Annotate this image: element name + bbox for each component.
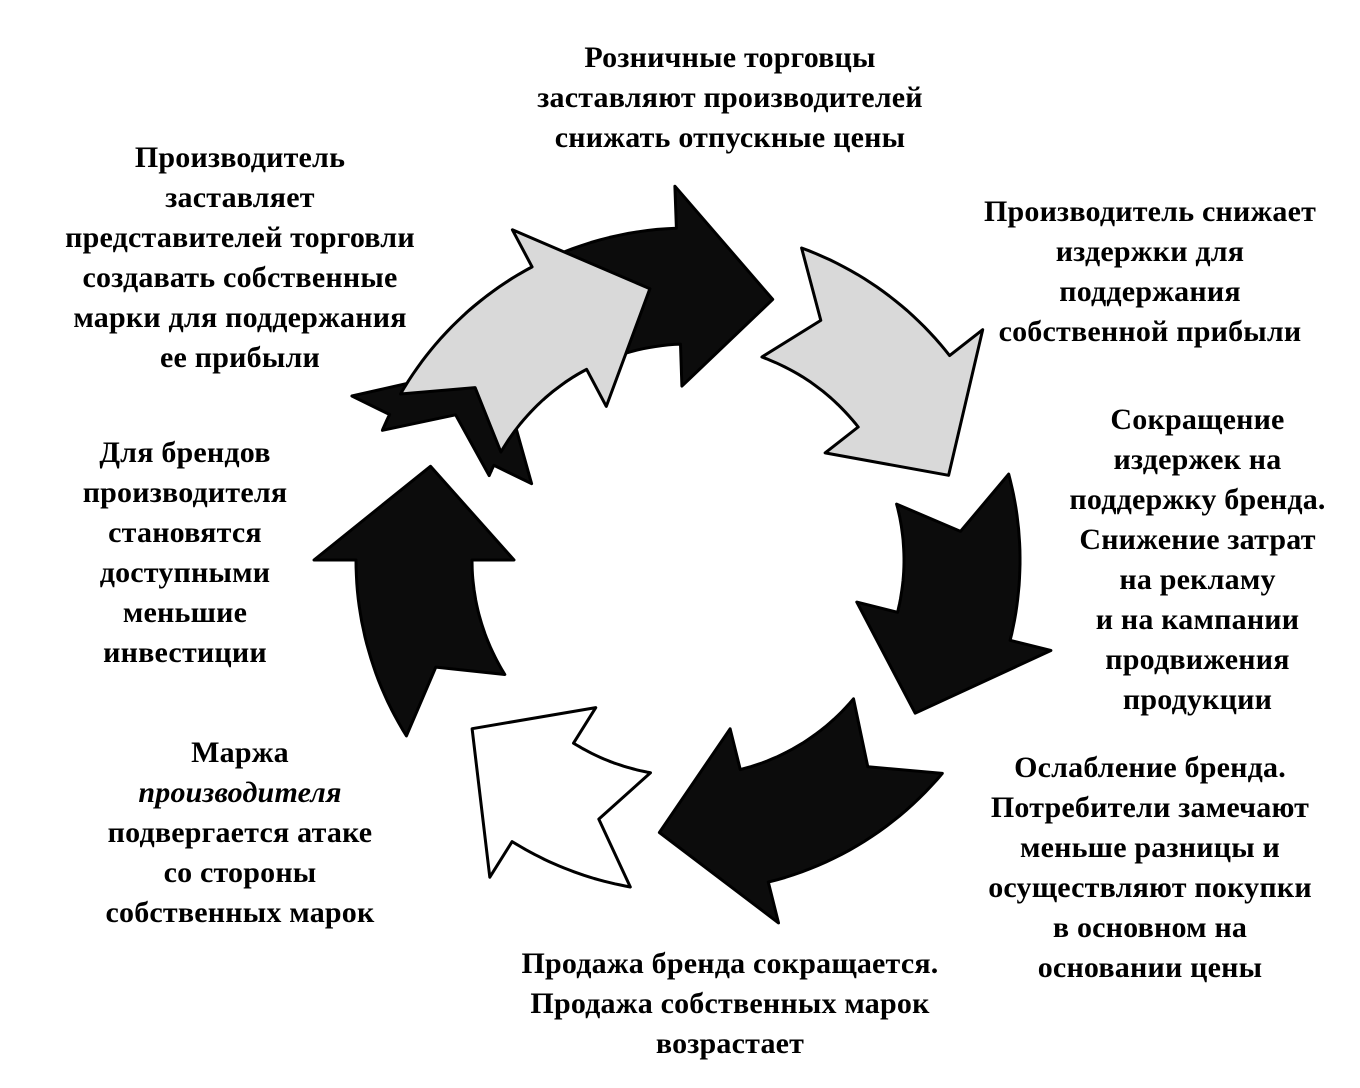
label-brand-weakening: Ослабление бренда. Потребители замечают ме… [950, 748, 1350, 988]
label-line: Продажа бренда сокращается. [521, 947, 939, 980]
label-line: создавать собственные [82, 261, 398, 294]
label-investment: Для брендов производителя становятся доступ… [50, 433, 320, 673]
arrow-lower-right [657, 697, 944, 925]
label-line: Сокращение [1110, 403, 1285, 436]
label-line: продукции [1122, 683, 1273, 716]
label-line: заставляют производителей [537, 81, 923, 114]
label-line: издержек на [1113, 443, 1282, 476]
label-line: меньшие [122, 596, 248, 629]
label-line: на рекламу [1119, 563, 1276, 596]
label-line: осуществляют покупки [988, 871, 1312, 904]
label-line: Для брендов [99, 436, 271, 469]
label-line: заставляет [165, 181, 315, 214]
arrow-lower-left [312, 464, 516, 738]
label-sales: Продажа бренда сокращается. Продажа собст… [470, 944, 990, 1064]
label-line: Производитель снижает [983, 195, 1317, 228]
label-line: Снижение затрат [1079, 523, 1316, 556]
label-line: в основном на [1052, 911, 1248, 944]
label-line: ее прибыли [160, 341, 320, 374]
label-line: производителя [82, 476, 288, 509]
label-line: собственных марок [105, 896, 375, 929]
label-line: доступными [99, 556, 271, 589]
label-line: Маржа [191, 736, 289, 769]
label-margin: Маржа производителя подвергается атаке со с… [60, 733, 420, 933]
label-line: собственной прибыли [998, 315, 1302, 348]
label-line: поддержания [1059, 275, 1241, 308]
label-line: Продажа собственных марок [530, 987, 930, 1020]
label-line: меньше разницы и [1019, 831, 1281, 864]
label-line: становятся [108, 516, 262, 549]
label-line: Производитель [134, 141, 346, 174]
label-line: производителя [138, 776, 342, 809]
label-brand-support: Сокращение издержек на поддержку бренда. Сн… [1040, 400, 1355, 720]
label-line: марки для поддержания [73, 301, 407, 334]
label-line: представителей торговли [65, 221, 415, 254]
label-line: Ослабление бренда. [1014, 751, 1286, 784]
label-line: Потребители замечают [990, 791, 1310, 824]
label-manufacturer-cuts: Производитель снижает издержки для поддерж… [945, 192, 1355, 352]
label-line: издержки для [1055, 235, 1245, 268]
label-line: основании цены [1037, 951, 1263, 984]
label-line: возрастает [655, 1027, 805, 1060]
label-line: снижать отпускные цены [554, 121, 906, 154]
label-line: и на кампании [1095, 603, 1300, 636]
arrow-upper-right [760, 246, 985, 477]
arrow-right [855, 472, 1053, 715]
label-line: продвижения [1105, 643, 1290, 676]
label-retailers: Розничные торговцы заставляют производите… [470, 38, 990, 158]
label-line: поддержку бренда. [1069, 483, 1326, 516]
label-line: Розничные торговцы [584, 41, 876, 74]
label-private-labels: Производитель заставляет представителей то… [20, 138, 460, 378]
label-line: подвергается атаке [107, 816, 373, 849]
arrow-bottom [470, 706, 652, 889]
label-line: инвестиции [103, 636, 267, 669]
label-line: со стороны [163, 856, 317, 889]
arrow-upper-left [399, 228, 652, 454]
